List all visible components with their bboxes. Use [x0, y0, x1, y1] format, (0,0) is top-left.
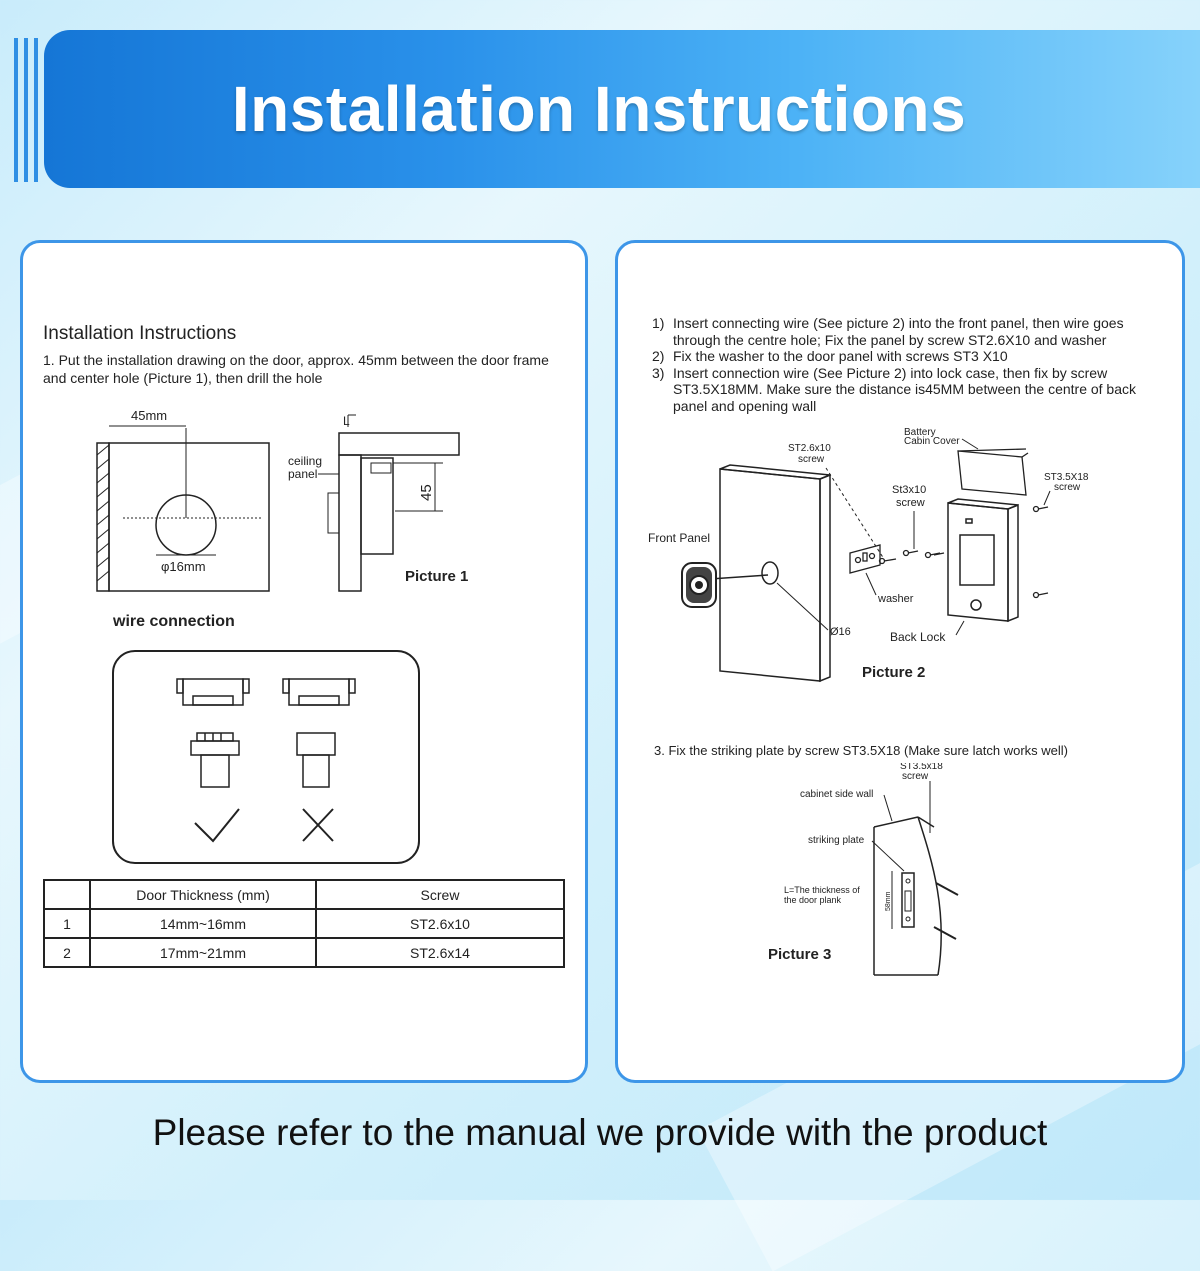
table-header-cell [43, 879, 91, 910]
table-cell: ST2.6x14 [315, 937, 565, 968]
table-row: 2 17mm~21mm ST2.6x14 [43, 937, 565, 968]
st3-screw-label-line1: St3x10 [892, 484, 926, 496]
step-1-text: 1. Put the installation drawing on the d… [43, 352, 549, 386]
plug-wrong [296, 732, 336, 788]
dim-45-label: 45 [418, 484, 435, 501]
screw-st35-upper [935, 882, 959, 896]
striking-plate-label: striking plate [808, 835, 865, 846]
plug-correct [190, 732, 240, 788]
table-cell: 1 [43, 908, 91, 939]
step-3-text: 3. Fix the striking plate by screw ST3.5… [654, 743, 1068, 758]
table-cell: 17mm~21mm [89, 937, 317, 968]
screw-st35 [933, 505, 1049, 599]
st26-screw-label-line1: ST2.6x10 [788, 443, 831, 454]
list-item: 2)Fix the washer to the door panel with … [652, 348, 1008, 364]
side-top-plate [338, 432, 460, 456]
banner-stripe [14, 38, 18, 182]
table-row: 1 14mm~16mm ST2.6x10 [43, 908, 565, 939]
battery-label-line2: Cabin Cover [904, 436, 960, 447]
label-L: L [343, 414, 350, 428]
washer-plate [849, 544, 881, 574]
thickness-label-line2: the door plank [784, 895, 842, 905]
picture-1-diagram: 45mm φ16mm L 45 ceiling panel Picture 1 [96, 408, 468, 592]
panel-heading: Installation Instructions [43, 323, 237, 344]
front-panel-label: Front Panel [648, 531, 710, 545]
st35-screw-label-line2: screw [1054, 482, 1081, 493]
door-thickness-table: Door Thickness (mm) Screw 1 14mm~16mm ST… [43, 879, 565, 968]
door-hole [761, 561, 779, 585]
st26-screw-label-line2: screw [798, 454, 825, 465]
cabinet-wall-label: cabinet side wall [800, 789, 873, 800]
connector-socket-left [176, 678, 250, 706]
wire-connection-diagram [112, 650, 420, 864]
p3-st35-label-line2: screw [902, 771, 929, 782]
panel-label: panel [288, 467, 317, 481]
side-lock-body [360, 457, 394, 555]
table-cell: ST2.6x10 [315, 908, 565, 939]
banner-stripe [34, 38, 38, 182]
st3-screw-label-line2: screw [896, 497, 925, 509]
screw-st35-lower [933, 926, 957, 940]
table-cell: 2 [43, 937, 91, 968]
page-title: Installation Instructions [231, 73, 967, 145]
thickness-label-line1: L=The thickness of [784, 885, 860, 895]
install-steps-list: 1)Insert connecting wire (See picture 2)… [652, 315, 1172, 414]
battery-label-line1: Battery [904, 427, 936, 438]
phi16-label: Ø16 [830, 626, 851, 638]
back-lock-label: Back Lock [890, 630, 946, 644]
table-cell: 14mm~16mm [89, 908, 317, 939]
ceiling-label: ceiling [288, 454, 322, 468]
banner-stripe [24, 38, 28, 182]
header-banner [44, 30, 1200, 188]
picture-2-diagram: Ø16 Front Panel washer ST2.6x10 screw St… [648, 427, 1089, 683]
wire-connection-label: wire connection [113, 613, 235, 630]
screw-small [878, 549, 941, 565]
footer-note: Please refer to the manual we provide wi… [152, 1112, 1048, 1153]
connector-socket-right [282, 678, 356, 706]
front-panel-device [681, 562, 717, 608]
picture-1-caption: Picture 1 [405, 568, 468, 585]
back-lock-case [947, 498, 1019, 623]
picture-3-caption: Picture 3 [768, 946, 831, 963]
table-header-row: Door Thickness (mm) Screw [43, 879, 565, 910]
left-instruction-panel: Installation Instructions 1. Put the ins… [20, 240, 588, 1083]
battery-cover [957, 448, 1029, 496]
list-item: 1)Insert connecting wire (See picture 2)… [652, 315, 1124, 348]
side-door-slab [338, 454, 362, 592]
list-item: 3)Insert connection wire (See Picture 2)… [652, 364, 1137, 414]
picture-2-caption: Picture 2 [862, 664, 925, 681]
dim-phi16-label: φ16mm [161, 559, 206, 574]
cabinet-side-wall [873, 816, 942, 976]
door-frame-hatch [96, 444, 110, 582]
st35-screw-label-line1: ST3.5X18 [1044, 472, 1089, 483]
door-slab [719, 464, 831, 683]
table-header-cell: Door Thickness (mm) [89, 879, 317, 910]
picture-3-diagram: 58mm ST3.5x18 screw cabinet side wall st… [768, 763, 959, 976]
door-square [108, 442, 270, 592]
dim-45mm-label: 45mm [131, 408, 167, 423]
washer-label: washer [877, 593, 914, 605]
right-instruction-panel: 1)Insert connecting wire (See picture 2)… [615, 240, 1185, 1083]
cross-icon [302, 808, 334, 842]
striking-plate [901, 872, 915, 928]
p3-st35-label-line1: ST3.5x18 [900, 763, 943, 772]
check-icon [194, 808, 240, 843]
table-header-cell: Screw [315, 879, 565, 910]
dim-58-label: 58mm [885, 891, 892, 911]
wire-connection-frame [112, 650, 420, 864]
